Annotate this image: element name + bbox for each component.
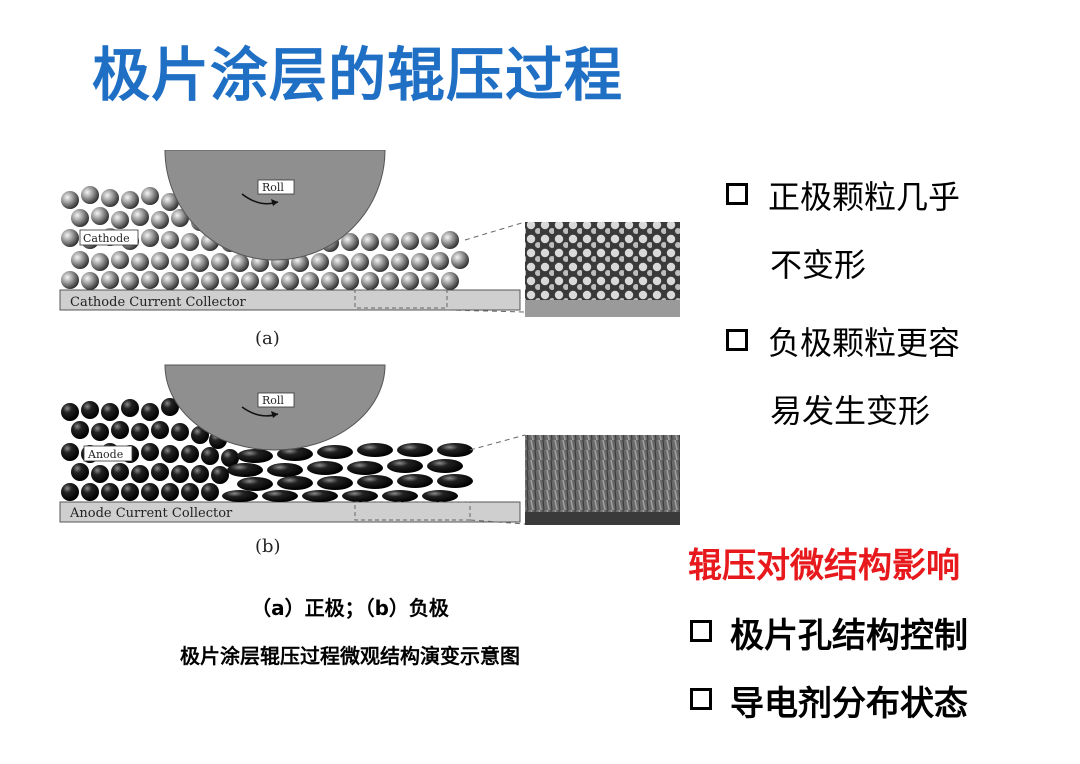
zoom-region-b [354, 501, 471, 521]
anode-collector [59, 501, 521, 523]
bullet-cathode-line2: 不变形 [770, 246, 867, 284]
bullet-anode-line1: 负极颗粒更容 [768, 324, 961, 362]
checkbox-square-icon [690, 688, 712, 710]
zoom-line-b1 [469, 434, 526, 451]
impact-heading: 辊压对微结构影响 [688, 546, 960, 586]
roll-a [164, 150, 386, 261]
arrow-head-a [271, 199, 278, 206]
panel-b: Anode Current Collector [59, 364, 680, 525]
zoom-region-a [354, 289, 448, 309]
checkbox-square-icon [726, 183, 748, 205]
bullet-anode-line2: 易发生变形 [770, 392, 931, 430]
sem-collector-b [525, 512, 680, 525]
bullet-pore-structure-text: 极片孔结构控制 [730, 616, 968, 656]
panel-a-letter: (a) [255, 328, 280, 349]
checkbox-square-icon [726, 329, 748, 351]
arrow-head-b [271, 411, 278, 418]
zoom-line-a2 [446, 309, 526, 313]
bullet-conductive-agent: 导电剂分布状态 [690, 676, 968, 725]
panel-a: Cathode Current Collector [59, 150, 680, 317]
figure-caption-line1: （a）正极；（b）负极 [251, 596, 449, 620]
rolling-process-figure: Cathode Current Collector [50, 150, 690, 570]
cathode-label: Cathode [83, 232, 130, 245]
anode-label: Anode [87, 448, 123, 461]
roll-label-a: Roll [262, 181, 284, 194]
roll-label-box-a [257, 179, 295, 195]
cathode-collector-label: Cathode Current Collector [70, 295, 247, 310]
roll-label-b: Roll [262, 394, 284, 407]
panel-b-letter: (b) [255, 536, 281, 557]
roll-label-box-b [257, 392, 295, 408]
bullet-conductive-agent-text: 导电剂分布状态 [730, 684, 968, 724]
bullet-cathode-line1: 正极颗粒几乎 [768, 178, 961, 216]
figure-caption-line2: 极片涂层辊压过程微观结构演变示意图 [180, 644, 520, 668]
checkbox-square-icon [690, 620, 712, 642]
rolling-illustration: Cathode Current Collector [59, 150, 680, 525]
anode-particles [61, 398, 473, 502]
slide-title: 极片涂层的辊压过程 [92, 41, 624, 109]
bullet-cathode: 正极颗粒几乎 [726, 172, 960, 218]
roll-b [164, 364, 386, 451]
anode-label-box [83, 445, 133, 462]
sem-image-b [525, 435, 680, 525]
anode-collector-label: Anode Current Collector [69, 506, 233, 521]
zoom-line-b2 [469, 519, 526, 525]
cathode-label-box [79, 229, 139, 246]
sem-collector-a [525, 300, 680, 317]
bullet-anode: 负极颗粒更容 [726, 318, 960, 364]
zoom-line-a1 [464, 221, 526, 241]
bullet-pore-structure: 极片孔结构控制 [690, 608, 968, 657]
